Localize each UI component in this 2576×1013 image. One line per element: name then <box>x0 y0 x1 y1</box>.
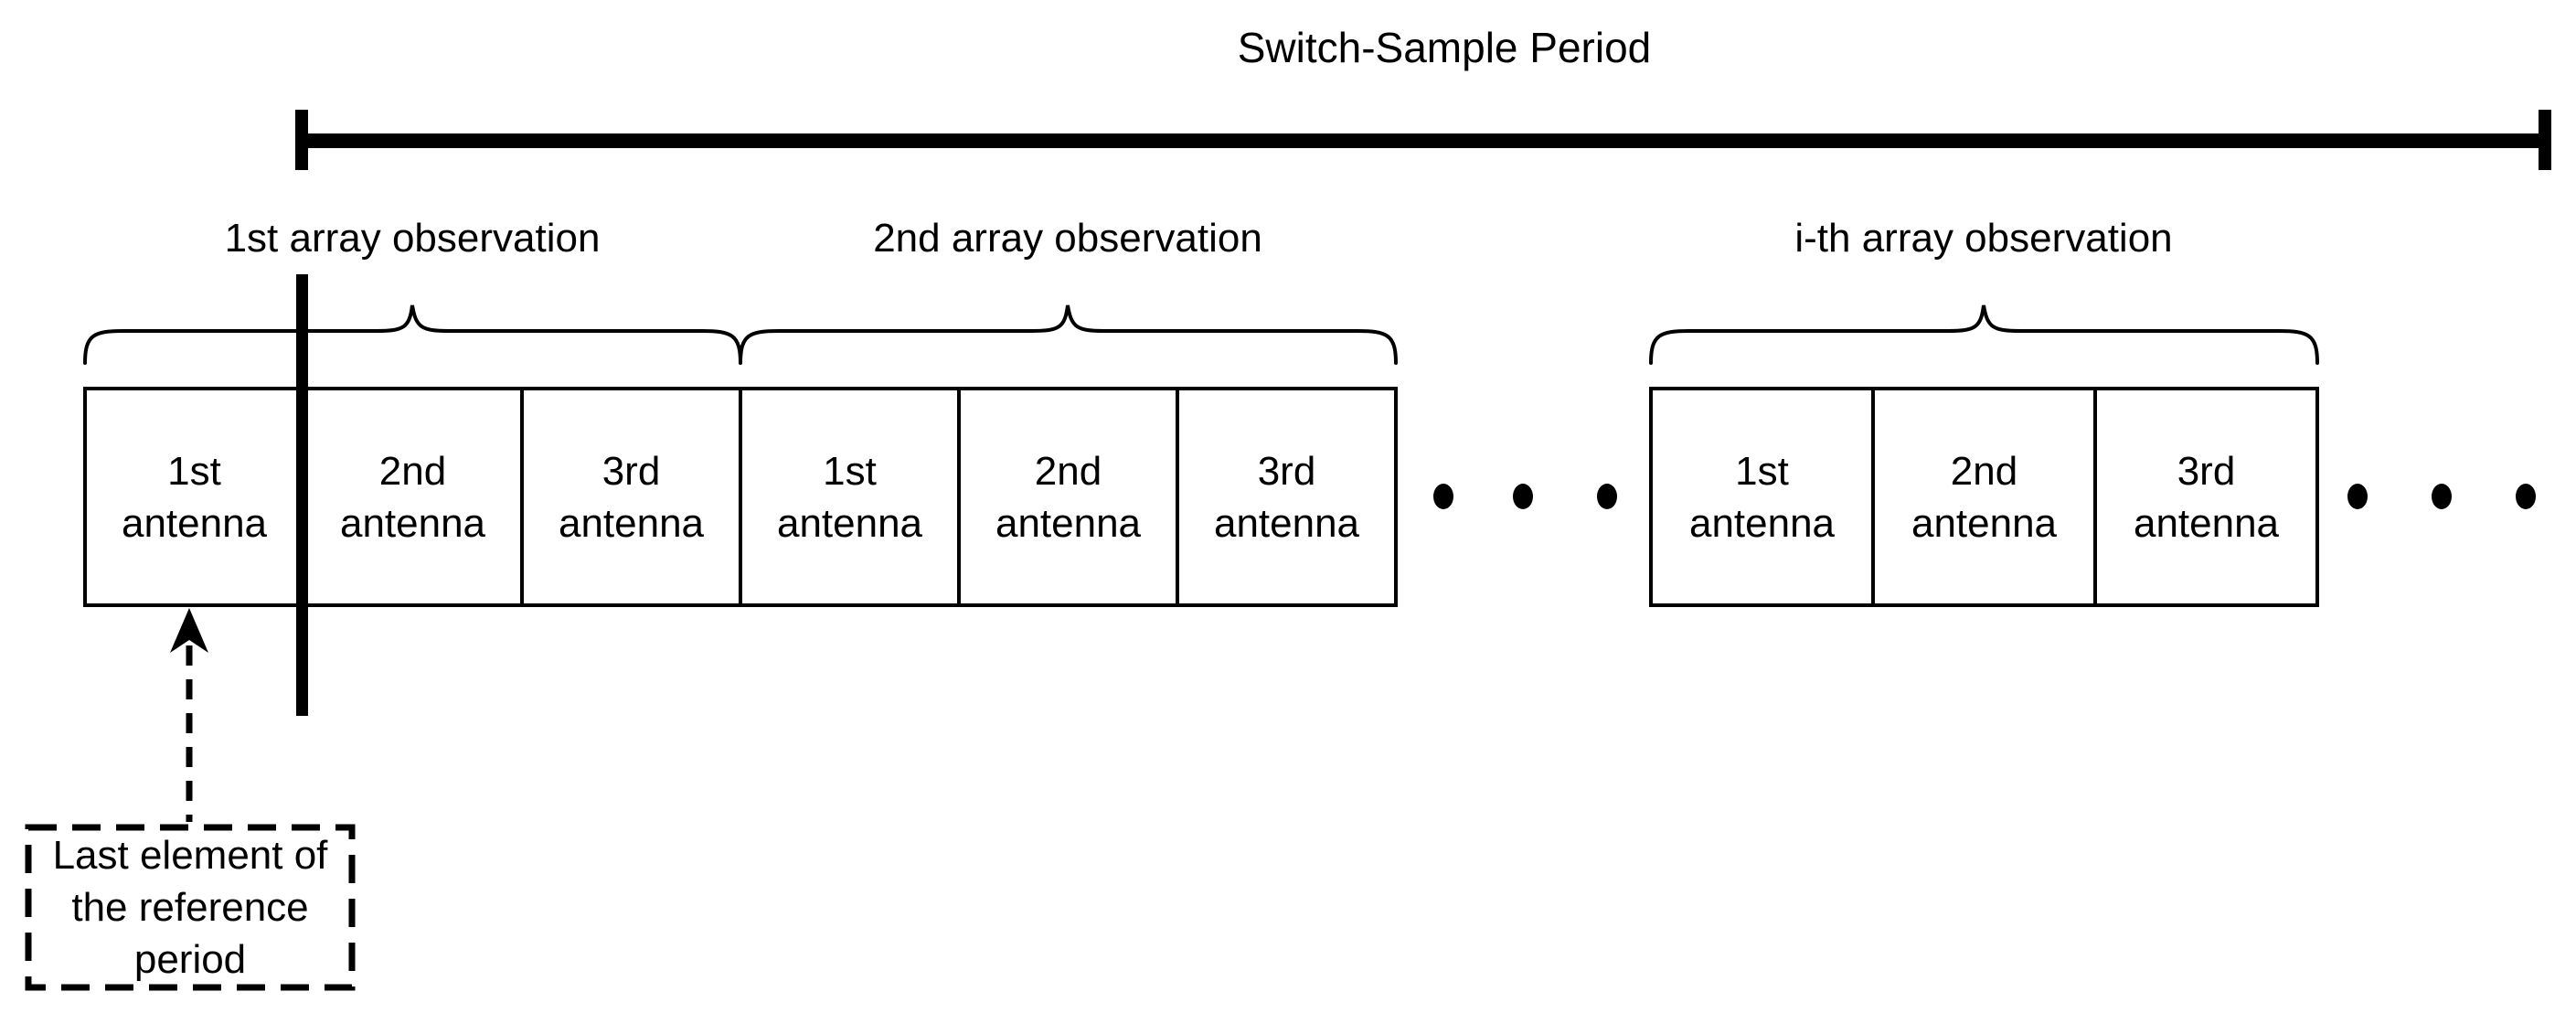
ellipsis-dot <box>2516 484 2536 509</box>
antenna-ordinal: 2nd <box>378 448 447 494</box>
antenna-word: antenna <box>339 500 486 546</box>
antenna-word: antenna <box>995 500 1142 546</box>
antenna-ordinal: 2nd <box>1034 448 1102 494</box>
timeline-right-cap <box>2539 110 2551 170</box>
antenna-box-2-3: 3rd antenna <box>1176 387 1398 607</box>
brace-observation-1 <box>83 304 742 365</box>
reference-period-annotation: Last element of the reference period <box>26 825 355 990</box>
observation-label-1: 1st array observation <box>224 216 601 261</box>
array-observation-group-2: 1st antenna 2nd antenna 3rd antenna <box>739 387 1398 607</box>
antenna-word: antenna <box>558 500 705 546</box>
reference-arrow <box>170 608 208 822</box>
diagram-title: Switch-Sample Period <box>1237 24 1652 71</box>
antenna-ordinal: 1st <box>823 448 877 494</box>
ellipsis-dot <box>1513 484 1533 509</box>
antenna-word: antenna <box>1688 500 1836 546</box>
ellipsis-dots-right <box>2347 484 2536 509</box>
observation-label-2: 2nd array observation <box>873 216 1262 261</box>
antenna-ordinal: 3rd <box>1257 448 1316 494</box>
antenna-word: antenna <box>121 500 268 546</box>
antenna-box-1-3: 3rd antenna <box>520 387 742 607</box>
brace-observation-i <box>1649 304 2319 365</box>
antenna-box-2-2: 2nd antenna <box>957 387 1179 607</box>
antenna-ordinal: 2nd <box>1950 448 2018 494</box>
ellipsis-dot <box>2347 484 2368 509</box>
antenna-box-1-2: 2nd antenna <box>302 387 524 607</box>
timeline-left-cap <box>295 110 308 170</box>
antenna-box-i-2: 2nd antenna <box>1871 387 2097 607</box>
antenna-box-1-1: 1st antenna <box>83 387 305 607</box>
antenna-word: antenna <box>1911 500 2058 546</box>
antenna-ordinal: 3rd <box>2177 448 2236 494</box>
antenna-ordinal: 3rd <box>601 448 661 494</box>
ellipsis-dot <box>1597 484 1617 509</box>
array-observation-group-i: 1st antenna 2nd antenna 3rd antenna <box>1649 387 2319 607</box>
antenna-box-i-1: 1st antenna <box>1649 387 1875 607</box>
ellipsis-dot <box>2432 484 2452 509</box>
antenna-word: antenna <box>776 500 923 546</box>
ellipsis-dots-middle <box>1433 484 1617 509</box>
brace-observation-2 <box>739 304 1398 365</box>
ellipsis-dot <box>1433 484 1453 509</box>
annotation-line: period <box>133 937 247 982</box>
antenna-box-i-3: 3rd antenna <box>2093 387 2319 607</box>
antenna-word: antenna <box>1213 500 1360 546</box>
array-observation-group-1: 1st antenna 2nd antenna 3rd antenna <box>83 387 742 607</box>
antenna-box-2-1: 1st antenna <box>739 387 961 607</box>
antenna-ordinal: 1st <box>167 448 221 494</box>
observation-label-i: i-th array observation <box>1794 216 2173 261</box>
antenna-word: antenna <box>2133 500 2280 546</box>
annotation-line: the reference <box>71 885 309 930</box>
timeline-bar <box>302 133 2545 148</box>
annotation-line: Last element of <box>52 833 328 878</box>
arrowhead-up-icon <box>170 608 208 653</box>
antenna-ordinal: 1st <box>1735 448 1789 494</box>
